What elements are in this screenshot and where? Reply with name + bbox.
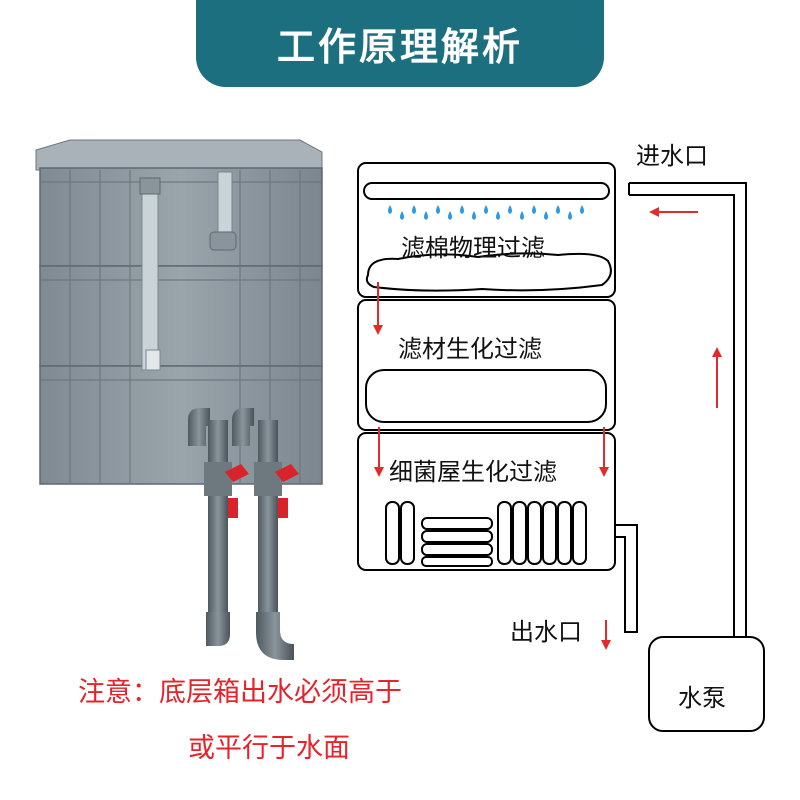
water-drops: [388, 205, 584, 220]
title-banner: 工作原理解析: [196, 0, 604, 87]
page-title: 工作原理解析: [276, 25, 523, 69]
flow-arrows: [373, 207, 722, 650]
outlet-pipe: [615, 524, 638, 633]
spray-bar: [363, 182, 610, 200]
inlet-label: 进水口: [636, 142, 708, 170]
filter-box-product: [35, 139, 323, 660]
filter-media-block: [365, 369, 607, 423]
stage2-label: 滤材生化过滤: [398, 335, 542, 363]
note-line-2: 或平行于水面: [188, 733, 350, 764]
filter-cotton: [365, 252, 612, 292]
pump-label: 水泵: [678, 684, 726, 712]
note-line-1: 注意：底层箱出水必须高于: [78, 677, 402, 708]
inlet-pipe-outer: [629, 182, 747, 638]
bacteria-house-tubes: [385, 501, 587, 567]
stage3-label: 细菌屋生化过滤: [389, 458, 557, 486]
outlet-label: 出水口: [510, 618, 582, 646]
pump-box: [648, 636, 765, 732]
inlet-pipe-inner: [629, 194, 735, 638]
stage1-label: 滤棉物理过滤: [401, 234, 545, 262]
